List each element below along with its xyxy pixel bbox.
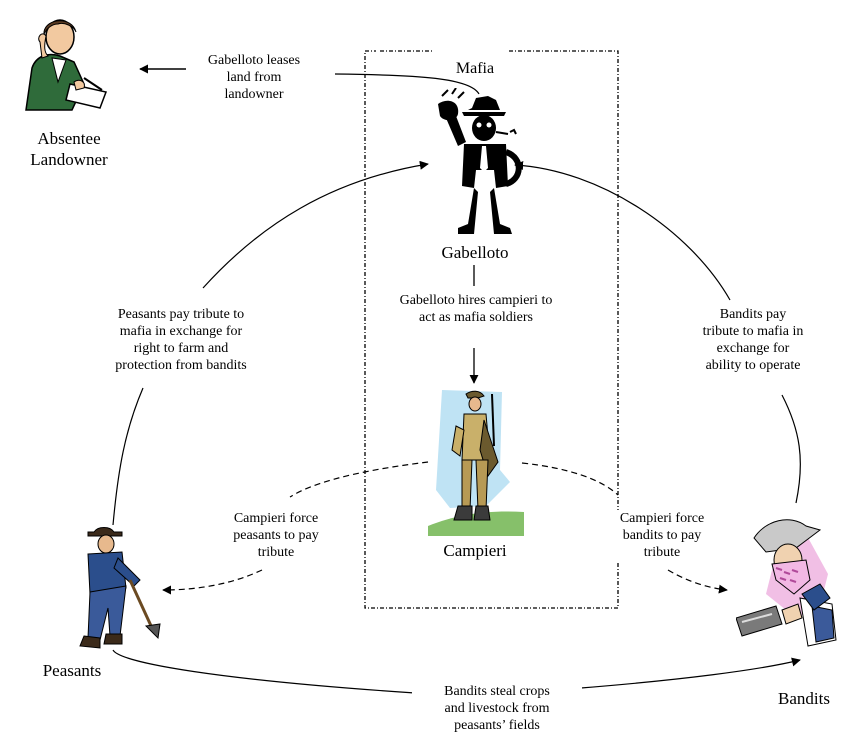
edge-label-steal-line-3: peasants’ fields (454, 718, 540, 733)
edge-label-force-bandits-line-1: Campieri force (619, 511, 705, 526)
edge-label-steal-line-1: Bandits steal crops (444, 684, 550, 699)
group-label-mafia: Mafia (455, 60, 495, 77)
edge-label-peasants-tribute-line-3: right to farm and (133, 341, 229, 356)
edge-label-hires-line-1: Gabelloto hires campieri to (399, 293, 553, 308)
landowner-figure-icon (25, 19, 108, 111)
soldier-figure-icon (428, 390, 524, 536)
edge-steal-line (112, 649, 800, 694)
edge-label-force-bandits-line-3: tribute (643, 545, 681, 560)
edge-label-peasants-tribute-line-2: mafia in exchange for (119, 324, 243, 339)
edge-bandits-tribute-line (515, 165, 801, 504)
edge-label-force-peasants: Campieri force peasants to pay tribute (214, 510, 338, 561)
node-label-campieri: Campieri (443, 541, 507, 560)
edge-label-lease-line-1: Gabelloto leases (207, 53, 301, 68)
edge-label-lease: Gabelloto leases land from landowner (186, 52, 322, 103)
edge-label-lease-line-2: land from (226, 70, 282, 85)
edge-label-bandits-tribute-line-3: exchange for (716, 341, 790, 356)
edge-lease-line (334, 73, 480, 95)
gangster-figure-icon (438, 88, 522, 234)
edge-label-steal: Bandits steal crops and livestock from p… (412, 683, 582, 734)
edge-label-force-peasants-line-2: peasants to pay (233, 528, 319, 543)
edge-force-bandits-line (521, 462, 727, 590)
edge-label-force-peasants-line-1: Campieri force (233, 511, 319, 526)
edge-label-peasants-tribute-line-4: protection from bandits (115, 358, 247, 373)
mafia-group-box (364, 50, 619, 609)
node-label-peasants: Peasants (42, 661, 102, 680)
edge-label-bandits-tribute: Bandits pay tribute to mafia in exchange… (676, 306, 830, 374)
edge-label-peasants-tribute-line-1: Peasants pay tribute to (117, 307, 245, 322)
edge-label-force-bandits: Campieri force bandits to pay tribute (600, 510, 724, 561)
edge-label-hires: Gabelloto hires campieri to act as mafia… (376, 292, 576, 326)
edge-peasants-tribute-line (112, 164, 428, 526)
edge-label-bandits-tribute-line-2: tribute to mafia in (702, 324, 804, 339)
edge-label-bandits-tribute-line-1: Bandits pay (719, 307, 787, 322)
node-label-landowner: Absentee Landowner (24, 128, 114, 170)
edge-label-peasants-tribute: Peasants pay tribute to mafia in exchang… (86, 306, 276, 374)
edge-label-hires-line-2: act as mafia soldiers (419, 310, 533, 325)
node-label-gabelloto: Gabelloto (441, 243, 509, 262)
edge-label-steal-line-2: and livestock from (444, 701, 550, 716)
node-label-landowner-line-2: Landowner (30, 150, 108, 169)
edge-label-force-peasants-line-3: tribute (257, 545, 295, 560)
edge-label-bandits-tribute-line-4: ability to operate (705, 358, 801, 373)
bandit-figure-icon (736, 519, 837, 647)
node-label-landowner-line-1: Absentee (37, 129, 101, 148)
edge-force-peasants-line (163, 461, 429, 590)
edge-label-force-bandits-line-2: bandits to pay (622, 528, 702, 543)
edge-label-lease-line-3: landowner (224, 87, 284, 102)
node-label-bandits: Bandits (778, 689, 830, 708)
farmer-figure-icon (79, 527, 161, 649)
